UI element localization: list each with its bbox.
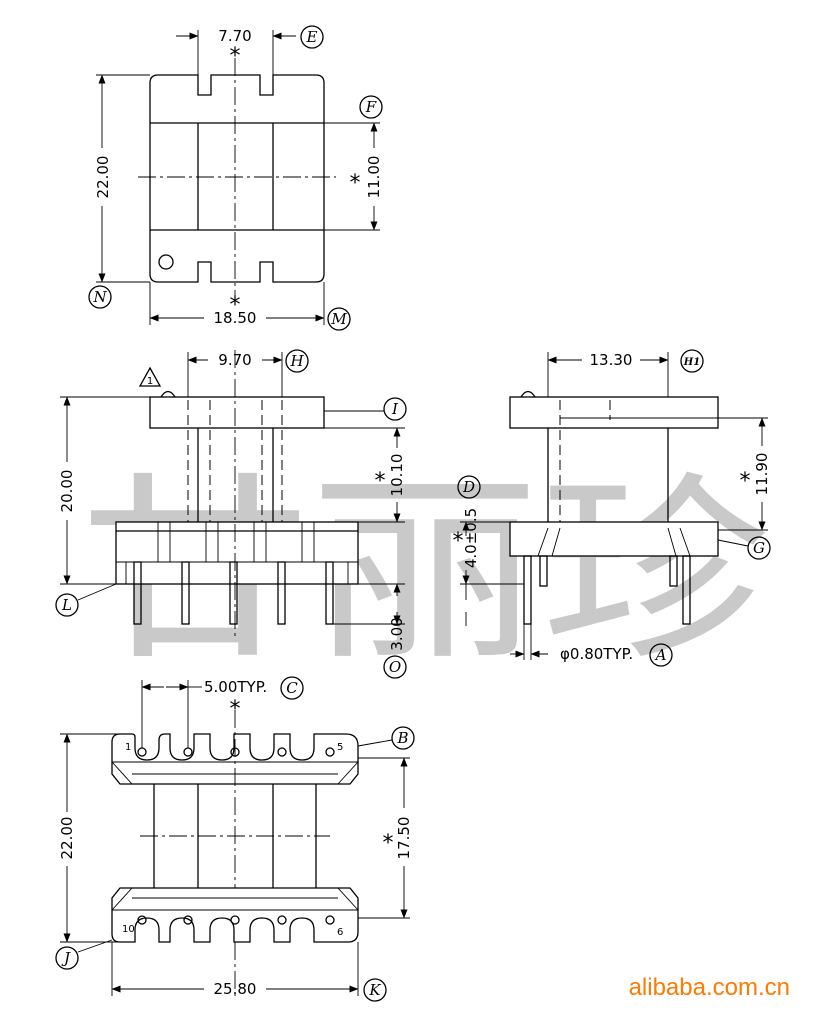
label-n: N bbox=[92, 288, 107, 306]
dim-22-00-bottom: 22.00 bbox=[58, 817, 76, 860]
label-c: C bbox=[286, 679, 298, 697]
label-i: I bbox=[391, 400, 399, 418]
dim-7-70: 7.70 bbox=[218, 27, 251, 45]
dim-9-70: 9.70 bbox=[218, 351, 251, 369]
label-f: F bbox=[365, 98, 377, 116]
critical-mark: * bbox=[383, 831, 394, 856]
dim-pin-diameter: φ0.80TYP. bbox=[560, 645, 633, 663]
critical-mark: * bbox=[230, 44, 241, 69]
pin-6-label: 6 bbox=[337, 927, 343, 938]
front-view: 1 9.70 H 20.00 L 10.10 * I 3.00 bbox=[55, 349, 407, 679]
bottom-view: 1 5 6 10 5.00TYP. C * 22.00 J 17.50 * B bbox=[55, 676, 415, 1002]
dim-22-00-top: 22.00 bbox=[94, 156, 112, 199]
mounting-hole bbox=[158, 254, 174, 270]
label-h: H bbox=[289, 352, 304, 370]
dim-20-00: 20.00 bbox=[58, 470, 76, 513]
side-view: 13.30 H1 11.90 * G 4.0±0.5 * D φ0.80TYP.… bbox=[453, 349, 771, 667]
critical-mark: * bbox=[350, 171, 361, 196]
label-k: K bbox=[368, 981, 381, 999]
dim-18-50: 18.50 bbox=[214, 309, 257, 327]
critical-mark: * bbox=[230, 697, 241, 722]
label-o: O bbox=[389, 658, 401, 676]
pin-1-label: 1 bbox=[125, 742, 131, 753]
dim-11-00: 11.00 bbox=[365, 156, 383, 199]
pin-5-label: 5 bbox=[337, 742, 343, 753]
dim-17-50: 17.50 bbox=[395, 817, 413, 860]
side-top-flange bbox=[509, 396, 719, 429]
dim-4-0: 4.0±0.5 bbox=[462, 508, 480, 568]
dim-13-30: 13.30 bbox=[590, 351, 633, 369]
critical-mark: * bbox=[375, 469, 386, 494]
dim-5-00-typ: 5.00TYP. bbox=[204, 678, 267, 696]
label-e: E bbox=[306, 28, 318, 46]
label-l: L bbox=[61, 596, 72, 614]
label-g: G bbox=[753, 539, 765, 557]
label-a: A bbox=[654, 646, 667, 664]
dim-3-00: 3.00 bbox=[388, 617, 406, 650]
site-logo-text: alibaba.com.cn bbox=[629, 974, 790, 1001]
critical-mark: * bbox=[453, 529, 464, 554]
label-b: B bbox=[396, 729, 408, 747]
dim-25-80: 25.80 bbox=[214, 980, 257, 998]
dim-10-10: 10.10 bbox=[388, 454, 406, 497]
bottom-bottom-flange bbox=[111, 887, 359, 943]
critical-mark: * bbox=[230, 293, 241, 318]
label-m: M bbox=[330, 310, 347, 328]
side-base bbox=[509, 521, 719, 557]
warning-symbol: 1 bbox=[147, 376, 153, 387]
front-top-flange bbox=[149, 396, 325, 429]
label-d: D bbox=[462, 478, 475, 496]
label-h1: H1 bbox=[683, 357, 700, 368]
label-j: J bbox=[61, 949, 71, 967]
critical-mark: * bbox=[740, 469, 751, 494]
top-view: 7.70 * E 22.00 N 11.00 * F 18.50 * M bbox=[88, 25, 383, 331]
pin-10-label: 10 bbox=[122, 924, 135, 935]
dim-11-90: 11.90 bbox=[753, 453, 771, 496]
bottom-top-flange bbox=[111, 733, 359, 785]
top-view-body bbox=[149, 74, 325, 283]
